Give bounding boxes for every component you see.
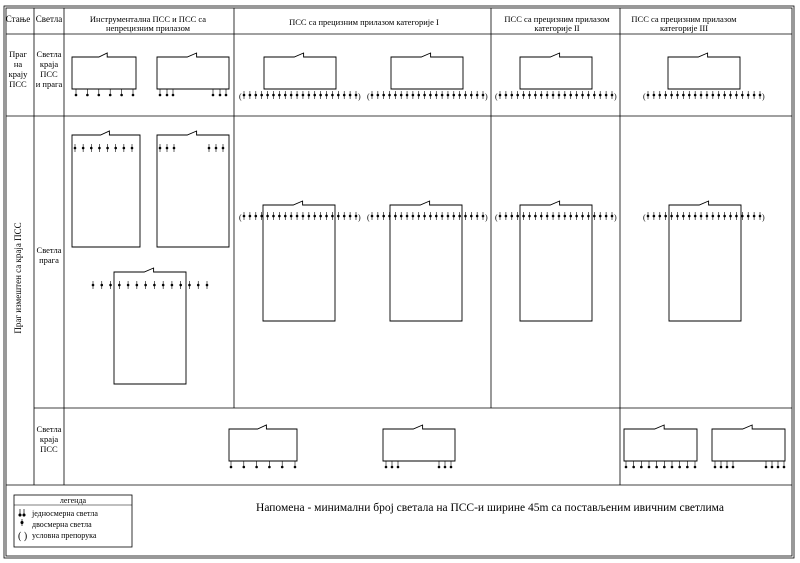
- light-marks: (): [239, 91, 361, 101]
- runway-outline: [667, 52, 741, 90]
- legend-bidirectional: двосмерна светла: [32, 520, 92, 529]
- runway-outline: [156, 130, 230, 248]
- light-marks: [158, 144, 225, 152]
- svg-text:): ): [614, 213, 617, 222]
- legend-unidirectional: једносмерна светла: [31, 509, 98, 518]
- runway-diagrams: ()()()()()()()(): [71, 52, 786, 469]
- light-marks: (): [367, 212, 488, 222]
- svg-text:): ): [358, 213, 361, 222]
- svg-text:(: (: [495, 213, 498, 222]
- svg-text:): ): [762, 213, 765, 222]
- light-marks: (): [367, 91, 488, 101]
- runway-outline: [519, 200, 593, 322]
- runway-outline: [711, 424, 786, 462]
- legend-box: [13, 494, 133, 548]
- runway-outline: [390, 52, 464, 90]
- light-marks: (): [239, 212, 361, 222]
- svg-text:(: (: [643, 213, 646, 222]
- bidirectional-light-icon: [20, 519, 24, 526]
- runway-outline: [519, 52, 593, 90]
- svg-text:): ): [762, 92, 765, 101]
- runway-outline: [668, 200, 742, 322]
- runway-outline: [263, 52, 337, 90]
- runway-outline: [71, 130, 141, 248]
- outer-border: [3, 5, 795, 559]
- note-text: Напомена - минимални број светала на ПСС…: [256, 502, 724, 514]
- light-marks: (): [643, 212, 765, 222]
- conditional-bracket-icon: ( ): [18, 531, 27, 542]
- legend-title: легенда: [60, 496, 87, 505]
- inner-border: [5, 7, 793, 557]
- row2-state-label: Праг измештен са краја ПСС: [13, 222, 23, 333]
- light-marks: [73, 144, 134, 152]
- light-marks: [713, 461, 786, 469]
- runway-outline: [382, 424, 456, 462]
- light-marks: [158, 89, 228, 97]
- light-marks: [229, 461, 297, 469]
- runway-outline: [228, 424, 298, 462]
- light-marks: (): [643, 91, 765, 101]
- svg-text:(: (: [239, 92, 242, 101]
- light-marks: (): [495, 91, 617, 101]
- header-state: Стање: [6, 14, 30, 24]
- runway-outline: [71, 52, 137, 90]
- svg-text:): ): [614, 92, 617, 101]
- runway-outline: [156, 52, 230, 90]
- unidirectional-light-icon: [18, 509, 26, 517]
- svg-text:): ): [485, 213, 488, 222]
- light-marks: [74, 89, 135, 97]
- svg-text:(: (: [643, 92, 646, 101]
- runway-outline: [389, 200, 463, 322]
- header-cat1: ПСС са прецизним прилазом категорије I: [289, 17, 439, 27]
- runway-outline: [262, 200, 336, 322]
- light-marks: [624, 461, 697, 469]
- legend: легенда једносмерна светла двосмерна све…: [13, 494, 133, 548]
- svg-text:(: (: [239, 213, 242, 222]
- svg-text:): ): [485, 92, 488, 101]
- legend-conditional: условна препорука: [32, 531, 97, 540]
- light-marks: [384, 461, 453, 469]
- svg-text:(: (: [495, 92, 498, 101]
- svg-text:): ): [358, 92, 361, 101]
- light-marks: [91, 281, 209, 289]
- svg-text:(: (: [367, 92, 370, 101]
- runway-outline: [113, 267, 187, 385]
- light-marks: (): [495, 212, 617, 222]
- runway-outline: [623, 424, 698, 462]
- header-lights: Светла: [36, 14, 62, 24]
- svg-text:(: (: [367, 213, 370, 222]
- table-grid: [3, 5, 795, 559]
